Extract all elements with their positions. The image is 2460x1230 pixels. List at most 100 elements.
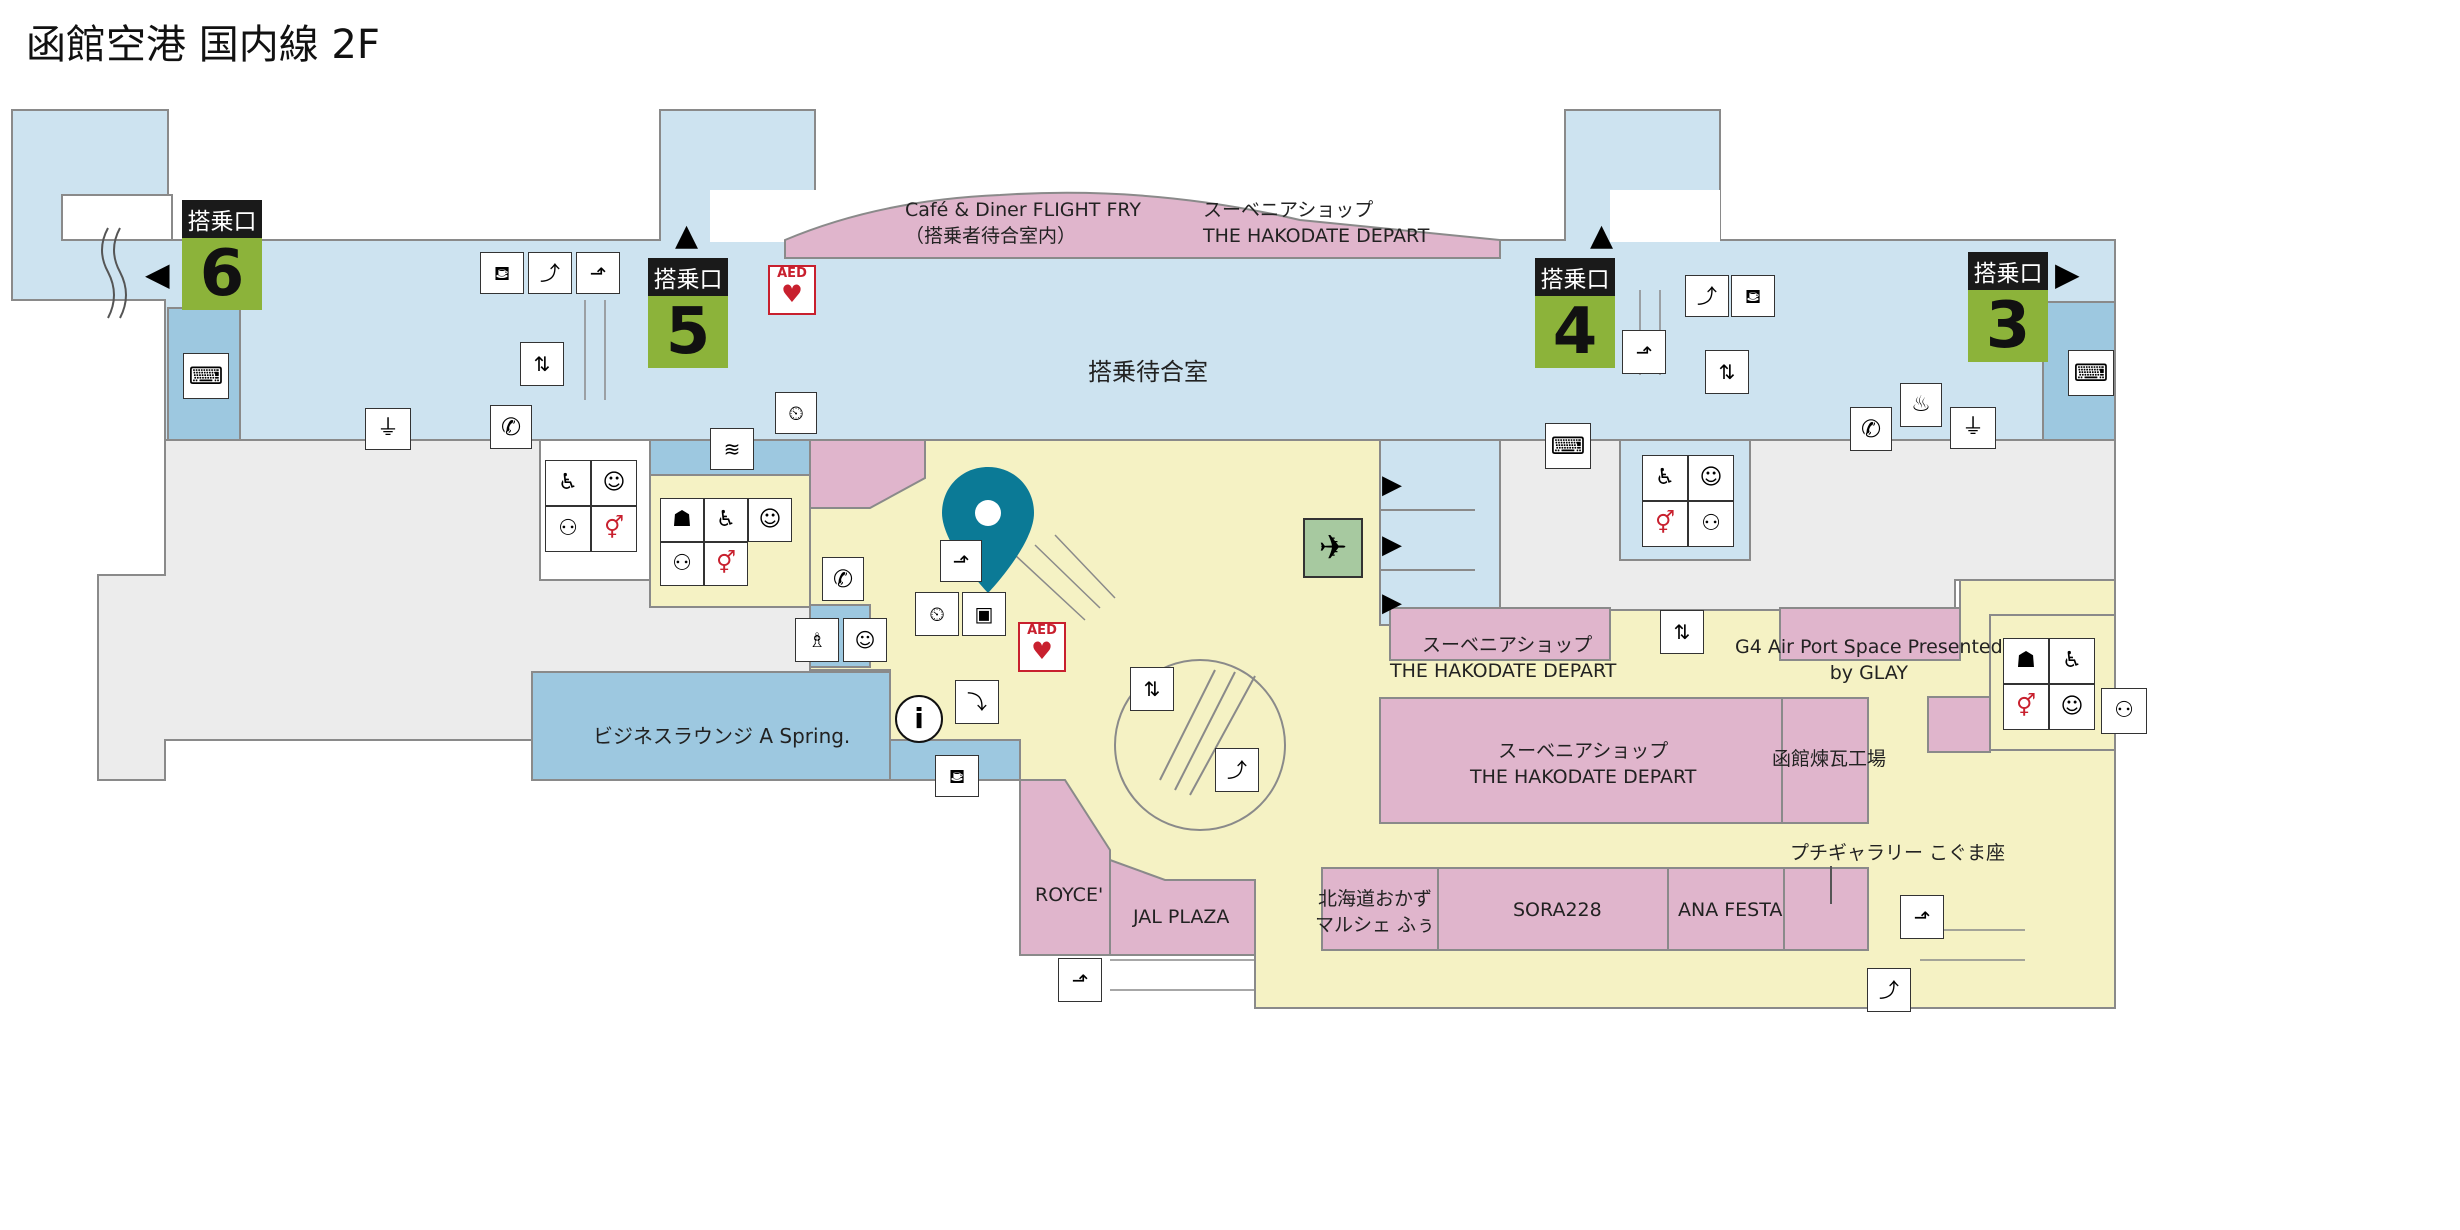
baby-changing-icon: ☺ <box>2049 684 2095 730</box>
petit-gallery-label: プチギャラリー こぐま座 <box>1790 842 2006 864</box>
arrow-up-icon: ▲ <box>1590 218 1614 253</box>
g4-space[interactable] <box>1779 607 1961 661</box>
heart-icon: ♥ <box>1031 637 1053 665</box>
business-lounge[interactable] <box>531 671 891 781</box>
gate-label: 搭乗口 <box>648 258 728 296</box>
smoking-icon: ≋ <box>710 428 754 470</box>
restroom-icon: ⚥ <box>591 506 637 552</box>
stairs-icon: ⬏ <box>1622 330 1666 374</box>
escalator-lines <box>1159 669 1256 796</box>
marche-shop[interactable] <box>1321 867 1439 951</box>
business-lounge-label: ビジネスラウンジ A Spring. <box>593 724 851 748</box>
restroom-icons-far-right: ☗♿ ⚥☺ <box>2003 638 2099 730</box>
stairs-icon: ⬏ <box>576 252 620 294</box>
baby-changing-icon: ☺ <box>748 498 792 542</box>
ana-festa-label: ANA FESTA <box>1678 899 1783 921</box>
stairs-icon: ⬏ <box>1900 895 1944 939</box>
arrow-up-icon: ▲ <box>675 218 699 253</box>
lounge-chair-icon: ⏲ <box>915 592 959 636</box>
wheelchair-icon: ♿ <box>2049 638 2095 684</box>
ana-festa-shop[interactable] <box>1667 867 1785 951</box>
gate-4-sign[interactable]: 搭乗口 4 <box>1535 258 1615 368</box>
souvenir-center-name: スーベニアショップ <box>1498 740 1669 762</box>
small-shop-right <box>1927 696 1991 753</box>
aed-text: AED <box>777 266 807 281</box>
family-restroom-icon: ⚇ <box>660 542 704 586</box>
aed-icon: AED ♥ <box>768 265 816 315</box>
renga-shop[interactable] <box>1781 697 1869 824</box>
sora228-shop[interactable] <box>1437 867 1669 951</box>
gate4-notch <box>1610 190 1720 242</box>
family-restroom-icon: ⚇ <box>1688 501 1734 547</box>
page-title: 函館空港 国内線 2F <box>26 22 380 68</box>
souvenir-shop-mid[interactable] <box>1389 607 1611 661</box>
walkway-break <box>101 227 115 319</box>
royce-label: ROYCE' <box>1035 884 1104 906</box>
baby-changing-icon: ☺ <box>843 618 887 662</box>
renga-label: 函館煉瓦工場 <box>1772 748 1887 770</box>
souvenir-top-label[interactable]: スーベニアショップ THE HAKODATE DEPART <box>1203 197 1429 249</box>
g4-sub: by GLAY <box>1829 662 1908 684</box>
souvenir-center-label: スーベニアショップ THE HAKODATE DEPART <box>1470 738 1696 790</box>
info-icon[interactable]: i <box>895 695 943 743</box>
arrow-right-icon: ▶ <box>1382 470 1402 500</box>
pc-icon: ⌨ <box>2068 350 2114 396</box>
marche-sub: マルシェ ふぅ <box>1314 914 1436 936</box>
arrow-right-icon: ▶ <box>2055 255 2080 293</box>
phone-icon: ✆ <box>822 557 864 601</box>
stairs-center <box>1014 534 1116 621</box>
souvenir-mid-name: スーベニアショップ <box>1422 634 1593 656</box>
escalator-icon: ⤵ <box>955 680 999 724</box>
sora228-label: SORA228 <box>1513 899 1602 921</box>
gate-3-sign[interactable]: 搭乗口 3 <box>1968 252 2048 362</box>
cafe-name: Café & Diner FLIGHT FRY <box>905 199 1141 221</box>
restroom-icons-center: ☗♿☺ ⚇⚥ <box>660 498 805 586</box>
family-restroom-icon: ⚇ <box>545 506 591 552</box>
waiting-room-label: 搭乗待合室 <box>1088 358 1208 386</box>
massage-chair-icon: ⛾ <box>1731 275 1775 317</box>
cafe-note: （搭乗者待合室内） <box>905 225 1077 247</box>
massage-chair-icon: ⛾ <box>935 755 979 797</box>
elevator-icon: ⇅ <box>1130 667 1174 711</box>
water-icon: ♨ <box>1900 383 1942 427</box>
gate-label: 搭乗口 <box>1968 252 2048 290</box>
gate-number: 6 <box>182 238 262 310</box>
arrow-right-icon: ▶ <box>1382 530 1402 560</box>
jal-plaza-shop[interactable] <box>1109 858 1256 956</box>
gate-5-sign[interactable]: 搭乗口 5 <box>648 258 728 368</box>
elevator-icon: ⇅ <box>1705 350 1749 394</box>
souvenir-top-name: スーベニアショップ <box>1203 199 1374 221</box>
heart-icon: ♥ <box>781 280 803 308</box>
pc-icon: ⌨ <box>183 353 229 399</box>
escalator-icon: ⤴ <box>1215 748 1259 792</box>
wheelchair-icon: ♿ <box>704 498 748 542</box>
gate-label: 搭乗口 <box>182 200 262 238</box>
departure-icon: ✈ <box>1303 518 1363 578</box>
restroom-icon: ⚥ <box>2003 684 2049 730</box>
elevator-icon: ⇅ <box>520 342 564 386</box>
baby-changing-icon: ☺ <box>1688 455 1734 501</box>
aed-icon: AED ♥ <box>1018 622 1066 672</box>
outlet-icon: ⏚ <box>365 408 411 450</box>
phone-icon: ✆ <box>1850 407 1892 451</box>
cafe-shop-area <box>784 191 1501 259</box>
jal-plaza-label: JAL PLAZA <box>1133 906 1230 928</box>
lounge-chair-icon: ⏲ <box>775 392 817 434</box>
stairs-icon: ⬏ <box>940 540 982 582</box>
restroom-icons-left: ♿☺ ⚇⚥ <box>545 460 641 552</box>
gallery-pointer <box>1830 866 1832 904</box>
souvenir-center-sub: THE HAKODATE DEPART <box>1470 766 1697 788</box>
escalator-icon: ⤴ <box>1867 968 1911 1012</box>
cafe-label[interactable]: Café & Diner FLIGHT FRY （搭乗者待合室内） <box>905 197 1141 249</box>
shop-end <box>1783 867 1869 951</box>
baby-care-icon: ☗ <box>2003 638 2049 684</box>
gate-number: 5 <box>648 296 728 368</box>
gate-6-sign[interactable]: 搭乗口 6 <box>182 200 262 310</box>
massage-chair-icon: ⛾ <box>480 252 524 294</box>
souvenir-shop-center[interactable] <box>1379 697 1783 824</box>
locker-icon: ▣ <box>962 592 1006 636</box>
outlet-icon: ⏚ <box>1950 407 1996 449</box>
escalator-icon: ⤴ <box>1685 275 1729 317</box>
escalator-icon: ⤴ <box>528 252 572 294</box>
